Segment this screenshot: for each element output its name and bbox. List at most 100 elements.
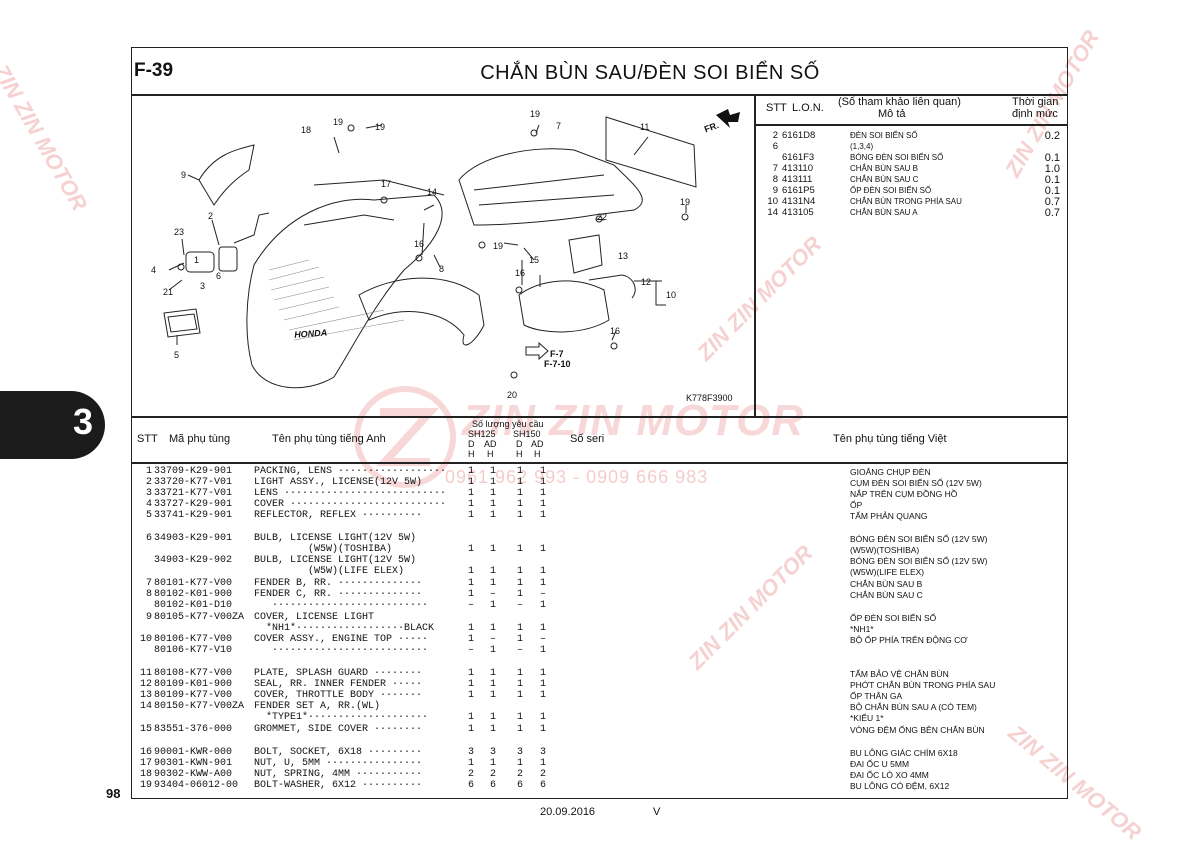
lon-stt: 9 — [772, 185, 778, 196]
divider-under-lon-header — [756, 124, 1068, 126]
part-name-vn: GIOĂNG CHỤP ĐÈN — [850, 467, 931, 477]
quantity-cell: 1 — [516, 690, 523, 701]
quantity-cell: 1 — [489, 623, 496, 634]
quantity-cell: 1 — [467, 623, 474, 634]
part-name-vn: TẤM BẢO VỆ CHẮN BÙN — [850, 669, 949, 679]
row-number: 7 — [145, 578, 152, 589]
lon-stt: 10 — [767, 196, 778, 207]
divider-diagram-lon — [754, 94, 756, 416]
lon-desc: ĐÈN SOI BIỂN SỐ — [850, 131, 918, 140]
part-name-en: SEAL, RR. INNER FENDER ····· — [254, 679, 423, 690]
part-name-en: *NH1*··················BLACK — [254, 623, 435, 634]
quantity-cell: 1 — [489, 477, 496, 488]
quantity-cell: 6 — [489, 780, 496, 791]
parts-header-d2: D — [516, 439, 523, 449]
part-number: 80102-K01-D10 — [154, 600, 233, 611]
quantity-cell: – — [489, 634, 496, 645]
divider-under-title — [131, 94, 1068, 96]
callout-11: 11 — [640, 122, 649, 132]
part-name-vn: ỐP THÂN GA — [850, 691, 903, 701]
part-name-en: COVER ·························· — [254, 499, 447, 510]
part-name-en: LENS ··························· — [254, 488, 447, 499]
part-name-en: COVER ASSY., ENGINE TOP ····· — [254, 634, 429, 645]
quantity-cell: 1 — [467, 724, 474, 735]
section-tab: 3 — [0, 391, 105, 459]
quantity-cell: 1 — [516, 589, 523, 600]
callout-20: 20 — [507, 390, 517, 400]
lon-time: 0.1 — [1044, 174, 1060, 186]
part-name-vn: VÒNG ĐỆM ỐNG BÊN CHẮN BÙN — [850, 725, 985, 735]
page-frame — [131, 47, 1068, 799]
callout-12: 12 — [641, 277, 651, 287]
fr-label: FR. — [703, 120, 720, 134]
lon-stt: 7 — [772, 163, 778, 174]
quantity-cell: 1 — [489, 466, 496, 477]
quantity-cell: 1 — [539, 488, 546, 499]
callout-5: 5 — [174, 350, 179, 360]
part-name-en: (W5W)(TOSHIBA) — [254, 544, 393, 555]
parts-header-model-1: SH125 — [468, 429, 496, 439]
row-number: 12 — [139, 679, 152, 690]
watermark-corner-top-left: ZIN ZIN MOTOR — [0, 60, 93, 216]
quantity-cell: 1 — [516, 623, 523, 634]
part-number: 33727-K29-901 — [154, 499, 233, 510]
lon-header-desc-2: Mô tả — [878, 108, 906, 120]
part-number: 90301-KWN-901 — [154, 758, 233, 769]
part-name-en: (W5W)(LIFE ELEX) — [254, 566, 405, 577]
parts-header-stt: STT — [137, 433, 158, 445]
part-name-en: NUT, U, 5MM ················ — [254, 758, 423, 769]
lon-time: 1.0 — [1044, 163, 1060, 175]
part-number: 93404-06012-00 — [154, 780, 239, 791]
row-number: 9 — [145, 612, 152, 623]
lon-header-desc-1: (Số tham khảo liên quan) — [838, 96, 961, 108]
part-name-en: REFLECTOR, REFLEX ·········· — [254, 510, 423, 521]
callout-16c: 16 — [610, 326, 620, 336]
quantity-cell: 1 — [516, 712, 523, 723]
row-number: 14 — [139, 701, 152, 712]
callout-15: 15 — [529, 255, 539, 265]
row-number: 6 — [145, 533, 152, 544]
page-number: 98 — [106, 786, 121, 801]
quantity-cell: 1 — [539, 477, 546, 488]
lon-stt: 6 — [772, 141, 778, 152]
part-name-vn: BÓNG ĐÈN SOI BIỂN SỐ (12V 5W) — [850, 556, 988, 566]
quantity-cell: 2 — [467, 769, 474, 780]
callout-23: 23 — [174, 227, 184, 237]
part-name-vn: NẮP TRÊN CỤM ĐỒNG HỒ — [850, 489, 958, 499]
row-number: 10 — [139, 634, 152, 645]
callout-22: 22 — [597, 212, 607, 222]
quantity-cell: 1 — [467, 510, 474, 521]
part-name-vn: PHỚT CHẮN BÙN TRONG PHÍA SAU — [850, 680, 996, 690]
quantity-cell: 6 — [467, 780, 474, 791]
watermark-brand: ZIN ZIN MOTOR — [462, 396, 805, 445]
quantity-cell: 3 — [516, 747, 523, 758]
quantity-cell: 1 — [467, 566, 474, 577]
part-name-vn: CHẮN BÙN SAU B — [850, 579, 923, 589]
quantity-cell: 1 — [539, 623, 546, 634]
parts-header-part-no: Mã phụ tùng — [169, 433, 231, 445]
part-name-en: *TYPE1*···················· — [254, 712, 429, 723]
quantity-cell: 1 — [467, 477, 474, 488]
quantity-cell: 1 — [467, 589, 474, 600]
lon-code: 6161P5 — [782, 185, 815, 196]
parts-header-h2: H — [487, 449, 494, 459]
quantity-cell: 1 — [539, 724, 546, 735]
quantity-cell: 1 — [467, 488, 474, 499]
part-number: 90302-KWW-A00 — [154, 769, 233, 780]
part-name-vn: (W5W)(LIFE ELEX) — [850, 567, 925, 577]
quantity-cell: 1 — [539, 499, 546, 510]
quantity-cell: 2 — [539, 769, 546, 780]
quantity-cell: 1 — [516, 566, 523, 577]
part-name-en: PLATE, SPLASH GUARD ········ — [254, 668, 423, 679]
quantity-cell: 1 — [467, 758, 474, 769]
quantity-cell: 1 — [467, 634, 474, 645]
lon-code: 4131N4 — [782, 196, 816, 207]
lon-stt: 8 — [772, 174, 778, 185]
lon-code: 6161F3 — [782, 152, 815, 163]
